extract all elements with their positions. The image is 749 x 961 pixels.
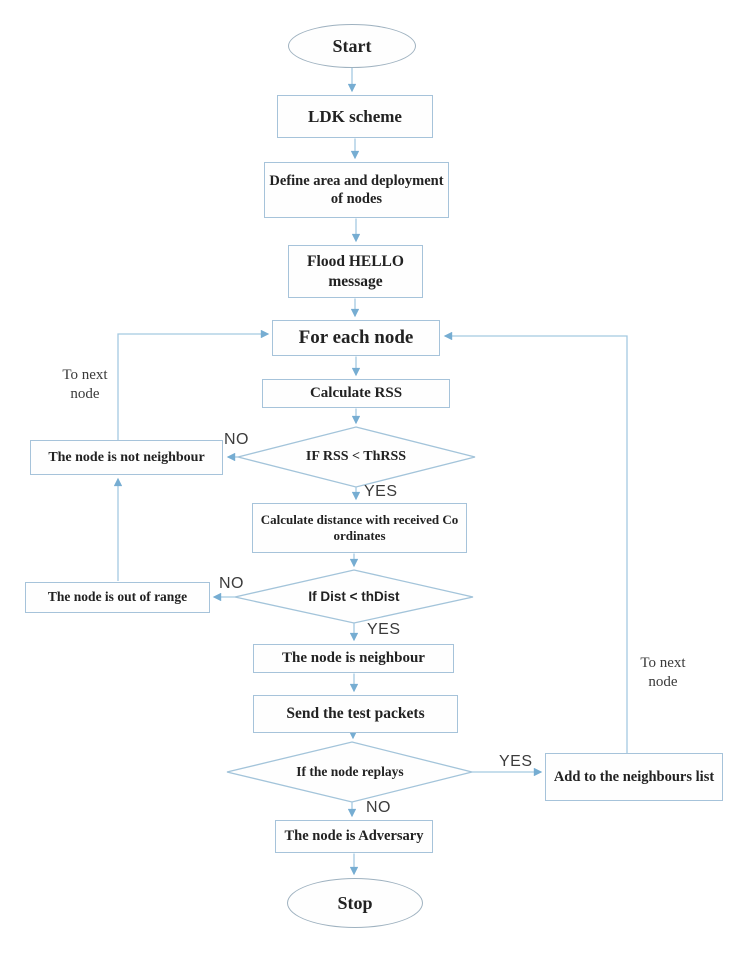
node-for-each-node: For each node <box>272 320 440 356</box>
edge-notneighbour-foreach <box>117 329 270 440</box>
node-define-area: Define area and deployment of nodes <box>264 162 449 218</box>
node-calculate-distance: Calculate distance with received Co ordi… <box>252 503 467 553</box>
decision-if-replays-label: If the node replays <box>296 764 404 779</box>
node-is-neighbour: The node is neighbour <box>253 644 454 673</box>
edge-label-replays-yes: YES <box>499 753 533 770</box>
edge-label-dist-yes: YES <box>367 621 401 638</box>
node-add-neighbours-list: Add to the neighbours list <box>545 753 723 801</box>
node-adversary: The node is Adversary <box>275 820 433 853</box>
node-not-neighbour: The node is not neighbour <box>30 440 223 475</box>
node-ldk-scheme: LDK scheme <box>277 95 433 138</box>
node-calculate-rss: Calculate RSS <box>262 379 450 408</box>
edge-label-rss-no: NO <box>224 431 249 448</box>
node-out-of-range: The node is out of range <box>25 582 210 613</box>
node-flood-hello: Flood HELLO message <box>288 245 423 298</box>
decision-if-rss-label: IF RSS < ThRSS <box>305 449 407 464</box>
edge-label-dist-no: NO <box>219 575 244 592</box>
decision-if-dist-label: If Dist < thDist <box>308 589 400 604</box>
node-send-test-packets: Send the test packets <box>253 695 458 733</box>
node-start: Start <box>288 24 416 68</box>
edge-label-replays-no: NO <box>366 799 391 816</box>
note-to-next-node-right: To next node <box>640 655 686 690</box>
node-stop: Stop <box>287 878 423 928</box>
edge-addlist-foreach <box>443 331 628 753</box>
edge-label-rss-yes: YES <box>364 483 398 500</box>
note-to-next-node-left: To next node <box>62 367 108 402</box>
